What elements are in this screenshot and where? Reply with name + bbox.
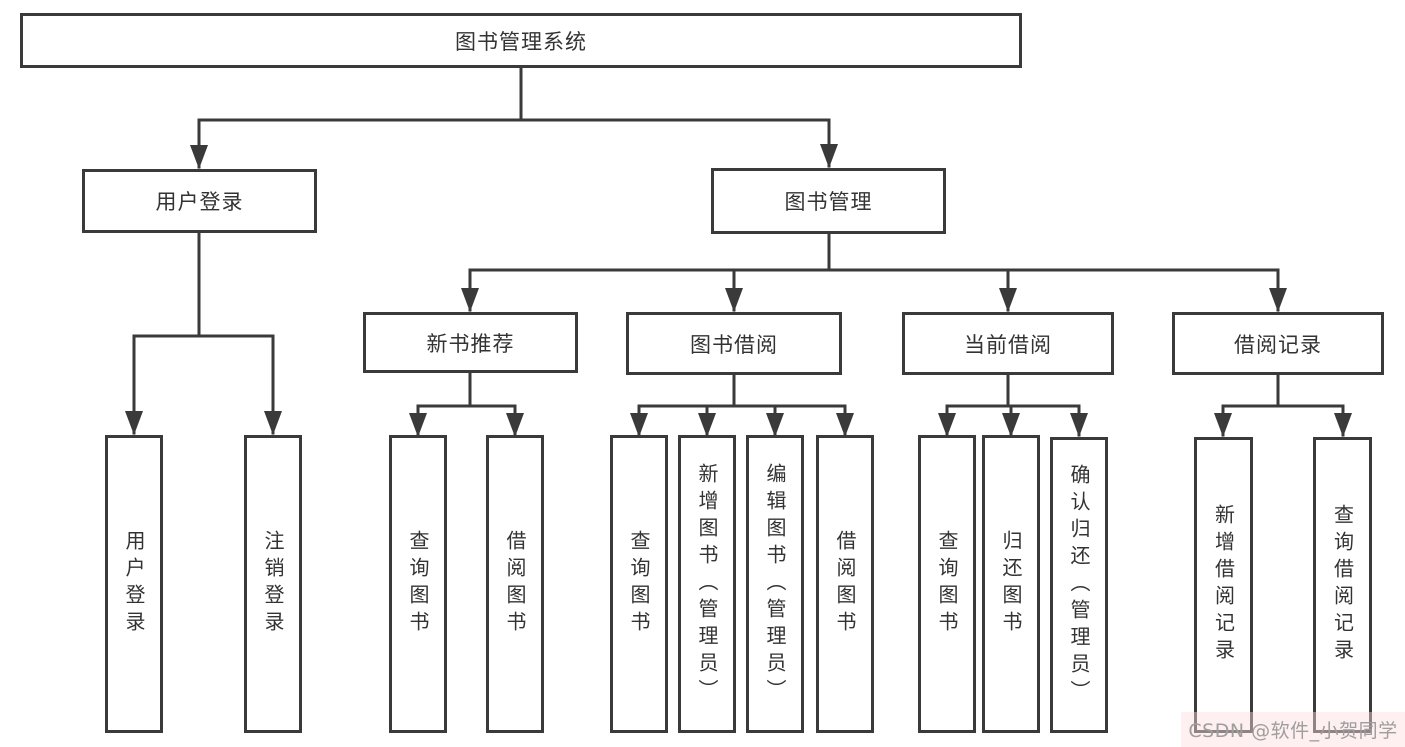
- leaf-return-books: 归还图书: [982, 435, 1040, 733]
- node-user-login: 用户登录: [82, 169, 317, 233]
- arrowhead: [698, 413, 716, 437]
- arrowhead: [725, 288, 743, 312]
- arrowhead: [1334, 413, 1352, 437]
- node-book-management: 图书管理: [711, 168, 946, 234]
- arrowhead: [766, 413, 784, 437]
- leaf-edit-books-admin: 编辑图书（管理员）: [746, 435, 804, 733]
- arrowheads: [125, 144, 1352, 437]
- node-borrow-records: 借阅记录: [1172, 312, 1384, 375]
- leaf-borrow-books-recommend: 借阅图书: [486, 435, 544, 733]
- arrowhead: [1214, 413, 1232, 437]
- node-library-management-system: 图书管理系统: [20, 13, 1022, 68]
- arrowhead: [1269, 288, 1287, 312]
- node-current-borrow: 当前借阅: [902, 312, 1114, 375]
- connector-path-book-borrow: [637, 373, 847, 437]
- arrowhead: [190, 145, 208, 169]
- csdn-watermark: CSDN @软件_小贺同学: [1181, 712, 1405, 747]
- arrowhead: [836, 413, 854, 437]
- node-new-book-recommend: 新书推荐: [363, 312, 578, 373]
- arrowhead: [409, 413, 427, 437]
- connector-path-borrow-records: [1221, 373, 1345, 437]
- leaf-logout: 注销登录: [244, 435, 302, 733]
- arrowhead: [264, 411, 282, 435]
- leaf-user-login: 用户登录: [105, 435, 163, 733]
- connector-path-book-management: [468, 232, 1280, 312]
- leaf-query-books-current: 查询图书: [918, 435, 976, 733]
- arrowhead: [461, 288, 479, 312]
- arrowhead: [938, 413, 956, 437]
- leaf-query-books-recommend: 查询图书: [389, 435, 447, 733]
- node-book-borrow: 图书借阅: [626, 312, 842, 375]
- arrowhead: [506, 413, 524, 437]
- leaf-add-books-admin: 新增图书（管理员）: [678, 435, 736, 733]
- leaf-query-borrow-record: 查询借阅记录: [1313, 437, 1372, 733]
- leaf-query-books-borrow: 查询图书: [610, 435, 668, 733]
- arrowhead: [125, 411, 143, 435]
- arrowhead: [999, 288, 1017, 312]
- arrowhead: [820, 144, 838, 168]
- connector-path-new-book-recommend: [416, 371, 517, 437]
- arrowhead: [1002, 413, 1020, 437]
- connector-path-user-login: [132, 231, 275, 435]
- leaf-borrow-books: 借阅图书: [816, 435, 874, 733]
- arrowhead: [630, 413, 648, 437]
- leaf-add-borrow-record: 新增借阅记录: [1194, 437, 1253, 733]
- leaf-confirm-return-admin: 确认归还（管理员）: [1050, 437, 1108, 733]
- connector-path-root: [197, 64, 831, 169]
- arrowhead: [1070, 413, 1088, 437]
